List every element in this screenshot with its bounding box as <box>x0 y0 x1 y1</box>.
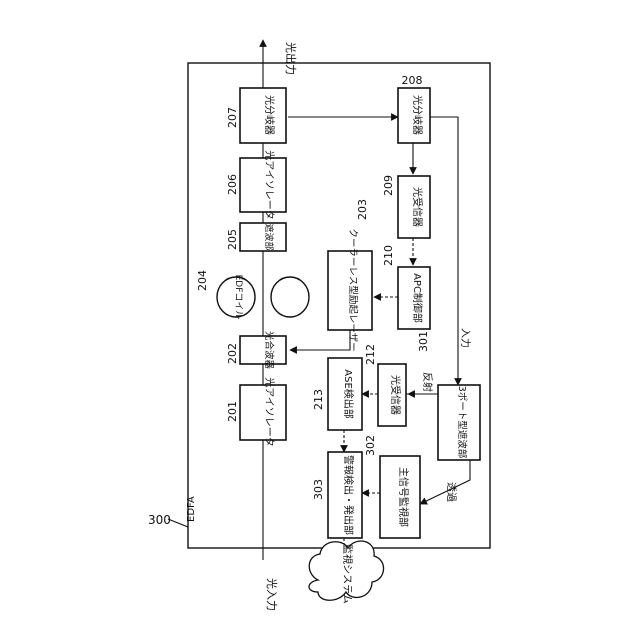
block-203-text: クーラーレス型励起レーザー <box>347 228 358 351</box>
block-202-text: 光合波器 <box>263 331 275 370</box>
ref-212: 212 <box>364 344 377 365</box>
block-212-optical-receiver: 光受信器 <box>378 364 406 426</box>
block-207-optical-splitter: 光分岐器 <box>240 88 286 143</box>
ref-302: 302 <box>364 435 377 456</box>
block-213-ase-detector: ASE検出部 <box>328 358 362 430</box>
block-303-text: 警報検出・発出部 <box>342 455 355 535</box>
ref-202: 202 <box>226 343 239 364</box>
ref-210: 210 <box>382 245 395 266</box>
block-301-text: 3ポート型遮波部 <box>456 386 468 459</box>
ref-209: 209 <box>382 175 395 196</box>
edfa-ref-number: 300 <box>148 513 171 527</box>
ref-303: 303 <box>312 479 325 500</box>
monitoring-system-text: 監視システム <box>341 544 354 604</box>
block-206-text: 光アイソレータ <box>263 150 276 220</box>
path-301-302 <box>420 460 470 504</box>
ref-203: 203 <box>356 199 369 220</box>
ref-205: 205 <box>226 229 239 250</box>
optical-input-label: 光入力 <box>265 578 279 611</box>
transmit-port-label: 透過 <box>445 482 457 502</box>
path-208-301 <box>430 117 458 385</box>
ref-201: 201 <box>226 401 239 422</box>
block-210-apc-controller: APC制御部 <box>398 267 430 329</box>
block-203-coolerless-pump-laser: クーラーレス型励起レーザー <box>328 228 372 351</box>
block-202-optical-multiplexer: 光合波器 <box>240 331 286 370</box>
block-207-text: 光分岐器 <box>263 95 276 135</box>
block-201-optical-isolator: 光アイソレータ <box>240 377 286 447</box>
block-205-text: 遮波部 <box>263 223 275 250</box>
edfa-leader <box>168 519 188 527</box>
block-208-optical-splitter: 光分岐器 <box>398 88 430 143</box>
block-205-wave-blocker: 遮波部 <box>240 223 286 251</box>
block-201-text: 光アイソレータ <box>263 377 276 447</box>
block-302-main-signal-monitor: 主信号監視部 <box>380 456 420 538</box>
path-203-202 <box>290 330 350 350</box>
block-212-text: 光受信器 <box>389 375 402 415</box>
block-210-text: APC制御部 <box>411 273 424 323</box>
block-204-text: EDFコイル <box>233 275 243 320</box>
input-port-label: 入力 <box>459 328 472 348</box>
edfa-label: EDFA <box>186 496 197 522</box>
block-213-text: ASE検出部 <box>342 369 355 419</box>
ref-213: 213 <box>312 389 325 410</box>
ref-207: 207 <box>226 107 239 128</box>
path-301-212 <box>406 394 442 400</box>
ref-204: 204 <box>196 270 209 291</box>
optical-output-label: 光出力 <box>284 42 298 75</box>
ref-208: 208 <box>402 74 423 87</box>
block-209-optical-receiver: 光受信器 <box>398 176 430 238</box>
block-208-text: 光分岐器 <box>411 95 424 135</box>
block-209-text: 光受信器 <box>411 187 424 227</box>
monitoring-system-cloud: 監視システム <box>309 541 384 604</box>
ref-206: 206 <box>226 174 239 195</box>
reflect-port-label: 反射 <box>421 372 433 392</box>
ref-301: 301 <box>417 331 430 352</box>
block-301-3port-wave-blocker: 3ポート型遮波部 <box>438 385 480 460</box>
block-206-optical-isolator: 光アイソレータ <box>240 150 286 220</box>
block-303-alarm-detect-issue: 警報検出・発出部 <box>328 452 362 538</box>
block-302-text: 主信号監視部 <box>397 467 410 527</box>
